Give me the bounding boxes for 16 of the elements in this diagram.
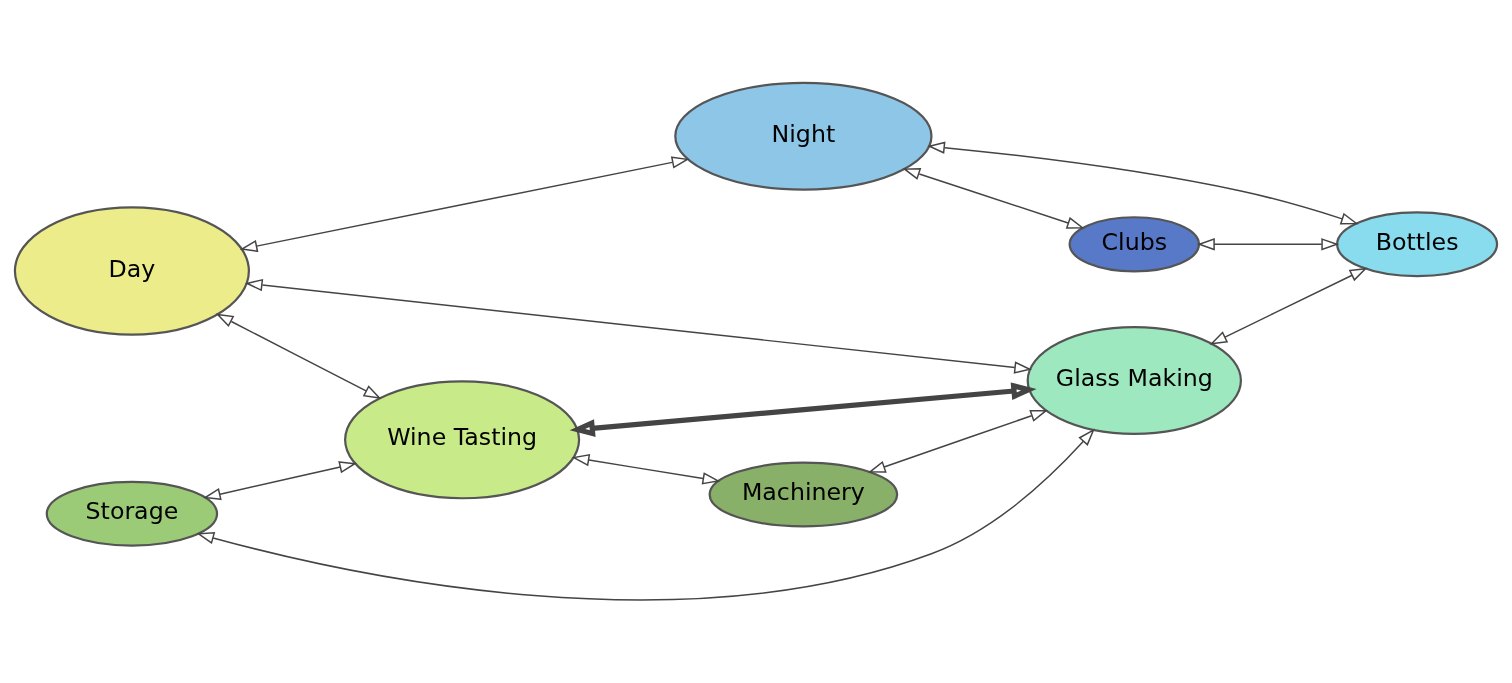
arrow [1197, 238, 1340, 251]
node-ellipse: Day [13, 206, 250, 336]
arrow [196, 428, 1095, 601]
arrow [203, 461, 357, 501]
arrow [902, 168, 1085, 229]
node-ellipse: Wine Tasting [344, 380, 581, 500]
node-ellipse: Clubs [1068, 216, 1201, 273]
arrow [215, 313, 382, 399]
arrow [1209, 267, 1368, 345]
arrow [867, 409, 1049, 473]
arrow [244, 278, 1032, 374]
arrow [571, 453, 721, 485]
arrow [927, 141, 1359, 225]
node-ellipse: Night [674, 81, 933, 191]
arrow [569, 382, 1037, 437]
arrow [239, 156, 690, 253]
